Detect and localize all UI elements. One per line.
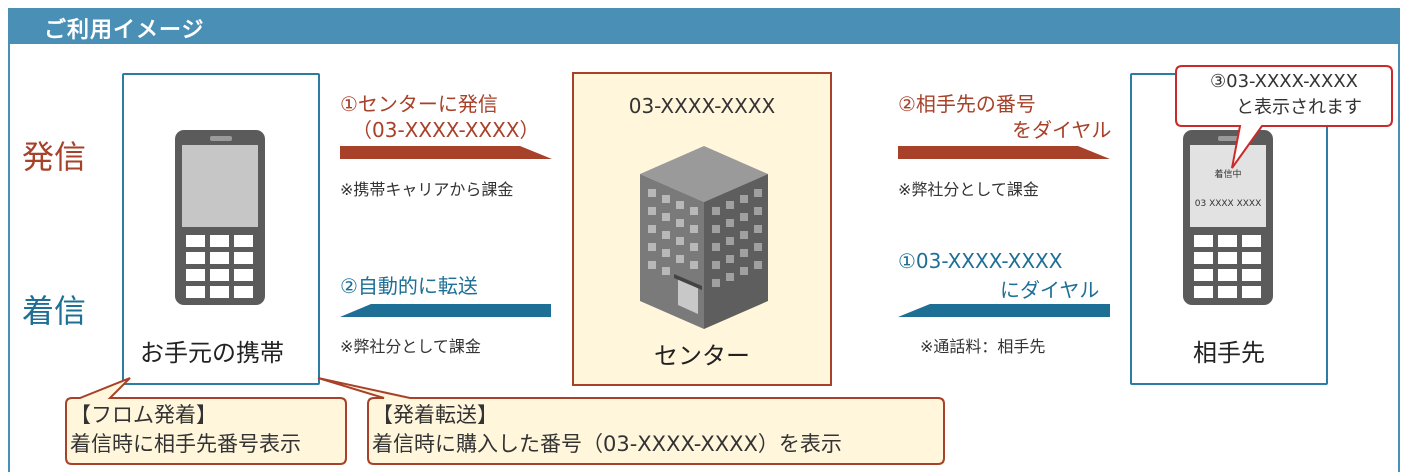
arrow-left-icon — [898, 304, 1110, 317]
callout-from-line1: 【フロム発着】 — [70, 403, 217, 427]
office-building-icon — [640, 146, 768, 329]
out-right-note: ※弊社分として課金 — [898, 180, 1039, 199]
center-number: 03-XXXX-XXXX — [628, 94, 776, 118]
page-title: ご利用イメージ — [44, 18, 205, 43]
left-phone-box: お手元の携帯 — [122, 73, 320, 385]
out-left-line2: （03-XXXX-XXXX） — [352, 118, 540, 142]
callout-transfer-line1: 【発着転送】 — [372, 403, 498, 427]
in-right-line2: にダイヤル — [1000, 278, 1100, 302]
phone-screen-number: 03 XXXX XXXX — [1194, 199, 1262, 209]
out-right-line1: ②相手先の番号 — [898, 92, 1036, 116]
title-bar: ご利用イメージ — [8, 8, 1400, 44]
diagram-frame — [8, 8, 1400, 472]
in-left-line1: ②自動的に転送 — [340, 274, 478, 298]
out-left-note: ※携帯キャリアから課金 — [340, 180, 514, 199]
callout-top-line2: と表示されます — [1236, 97, 1362, 118]
left-box-label: お手元の携帯 — [140, 339, 284, 367]
callout-transfer-shape — [317, 377, 945, 465]
arrow-left-icon — [340, 304, 551, 317]
mobile-phone-icon — [175, 130, 265, 305]
center-box-label: センター — [654, 342, 750, 370]
in-right-note: ※通話料：相手先 — [920, 337, 1046, 356]
arrow-right-icon — [340, 146, 552, 159]
out-left-line1: ①センターに発信 — [340, 92, 498, 116]
row-label-incoming: 着信 — [22, 292, 87, 330]
in-right-line1: ①03-XXXX-XXXX — [898, 249, 1063, 273]
mobile-phone-icon — [1183, 130, 1273, 305]
out-right-line2: をダイヤル — [1012, 118, 1112, 142]
callout-transfer-line2: 着信時に購入した番号（03-XXXX-XXXX）を表示 — [372, 432, 842, 456]
callout-top-shape — [1175, 65, 1393, 169]
right-box-label: 相手先 — [1193, 339, 1265, 367]
in-left-note: ※弊社分として課金 — [340, 337, 481, 356]
row-label-outgoing: 発信 — [22, 138, 87, 176]
phone-screen-status: 着信中 — [1214, 170, 1242, 180]
callout-top-line1: ③03-XXXX-XXXX — [1210, 71, 1358, 92]
center-box: 03-XXXX-XXXX センター — [572, 72, 832, 386]
callout-from-line2: 着信時に相手先番号表示 — [70, 432, 301, 456]
callout-from-shape — [65, 377, 347, 465]
arrow-right-icon — [898, 146, 1110, 159]
